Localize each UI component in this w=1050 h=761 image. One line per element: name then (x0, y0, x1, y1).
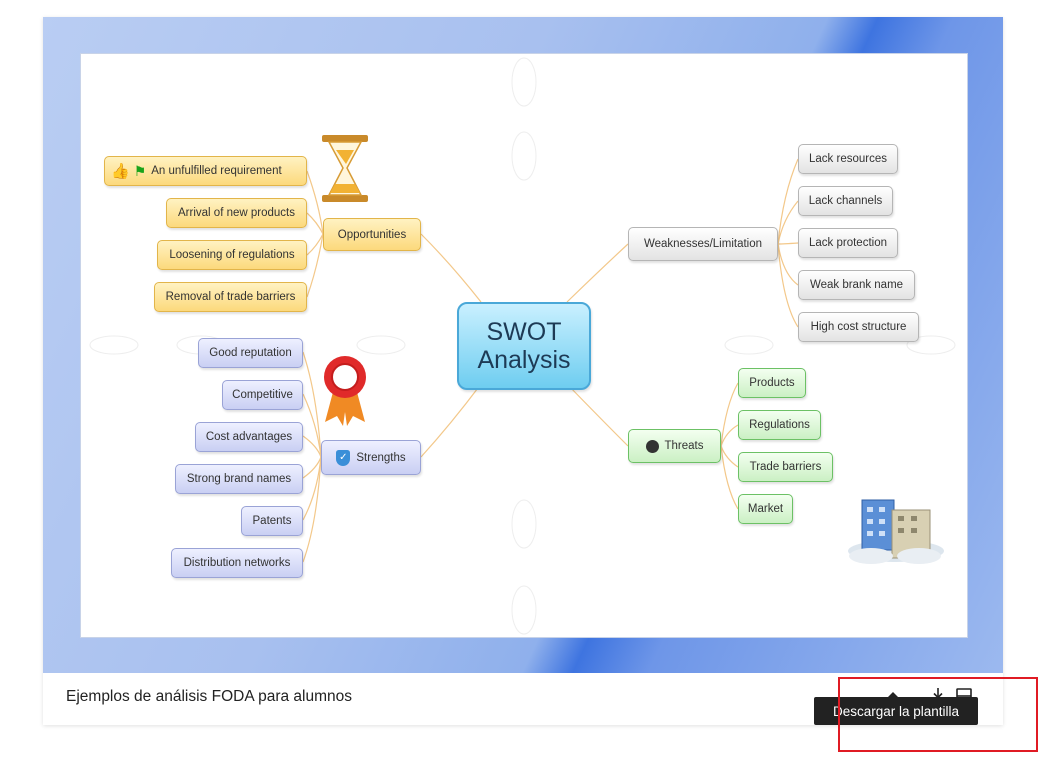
leaf-label: Good reputation (209, 347, 292, 359)
template-preview[interactable]: SWOT Analysis Opportunities 👍 ⚑ An unful… (43, 17, 1003, 673)
leaf-strength[interactable]: Competitive (222, 380, 303, 410)
leaf-weakness[interactable]: Lack resources (798, 144, 898, 174)
leaf-label: Market (747, 503, 784, 515)
leaf-strength[interactable]: Good reputation (198, 338, 303, 368)
leaf-label: Trade barriers (749, 461, 822, 473)
leaf-threat[interactable]: Products (738, 368, 806, 398)
buildings-icon (848, 499, 944, 564)
leaf-label: An unfulfilled requirement (151, 165, 282, 177)
mindmap-canvas: SWOT Analysis Opportunities 👍 ⚑ An unful… (80, 53, 968, 638)
connector-lines (89, 57, 956, 635)
award-ribbon-icon (324, 356, 366, 426)
hourglass-icon (322, 135, 368, 202)
branch-threats[interactable]: Threats (628, 429, 721, 463)
branch-strengths[interactable]: ✓ Strengths (321, 440, 421, 475)
leaf-label: Products (749, 377, 795, 389)
template-card: SWOT Analysis Opportunities 👍 ⚑ An unful… (43, 17, 1003, 725)
shield-icon: ✓ (336, 449, 351, 466)
leaf-label: High cost structure (810, 321, 907, 333)
leaf-label: Regulations (749, 419, 810, 431)
flag-icon: ⚑ (133, 162, 147, 179)
center-node[interactable]: SWOT Analysis (457, 302, 591, 390)
branch-label: Threats (664, 440, 704, 452)
branch-opportunities[interactable]: Opportunities (323, 218, 421, 251)
leaf-weakness[interactable]: High cost structure (798, 312, 919, 342)
leaf-label: Lack protection (809, 237, 887, 249)
leaf-label: Cost advantages (205, 431, 293, 443)
leaf-label: Lack resources (809, 153, 887, 165)
highlight-box (838, 677, 1038, 752)
leaf-threat[interactable]: Trade barriers (738, 452, 833, 482)
center-label: SWOT Analysis (477, 318, 571, 374)
leaf-label: Weak brank name (809, 279, 904, 291)
leaf-threat[interactable]: Regulations (738, 410, 821, 440)
leaf-label: Distribution networks (183, 557, 291, 569)
leaf-weakness[interactable]: Lack channels (798, 186, 893, 216)
leaf-label: Arrival of new products (178, 207, 295, 219)
leaf-label: Lack channels (808, 195, 883, 207)
leaf-threat[interactable]: Market (738, 494, 793, 524)
branch-label: Weaknesses/Limitation (643, 238, 763, 250)
download-tooltip: Descargar la plantilla (814, 692, 978, 725)
leaf-label: Loosening of regulations (169, 249, 295, 261)
branch-label: Opportunities (337, 228, 407, 241)
leaf-weakness[interactable]: Lack protection (798, 228, 898, 258)
leaf-opportunity[interactable]: 👍 ⚑ An unfulfilled requirement (104, 156, 307, 186)
branch-weaknesses[interactable]: Weaknesses/Limitation (628, 227, 778, 261)
leaf-strength[interactable]: Strong brand names (175, 464, 303, 494)
leaf-label: Patents (252, 515, 292, 527)
leaf-opportunity[interactable]: Arrival of new products (166, 198, 307, 228)
leaf-strength[interactable]: Cost advantages (195, 422, 303, 452)
template-title[interactable]: Ejemplos de análisis FODA para alumnos (66, 688, 353, 705)
leaf-label: Competitive (232, 389, 293, 401)
leaf-strength[interactable]: Patents (241, 506, 303, 536)
thumbs-up-icon: 👍 (111, 163, 130, 180)
leaf-label: Removal of trade barriers (165, 291, 296, 303)
leaf-strength[interactable]: Distribution networks (171, 548, 303, 578)
leaf-weakness[interactable]: Weak brank name (798, 270, 915, 300)
bomb-icon (645, 439, 659, 453)
branch-label: Strengths (356, 451, 406, 464)
leaf-label: Strong brand names (186, 473, 292, 485)
leaf-opportunity[interactable]: Removal of trade barriers (154, 282, 307, 312)
leaf-opportunity[interactable]: Loosening of regulations (157, 240, 307, 270)
